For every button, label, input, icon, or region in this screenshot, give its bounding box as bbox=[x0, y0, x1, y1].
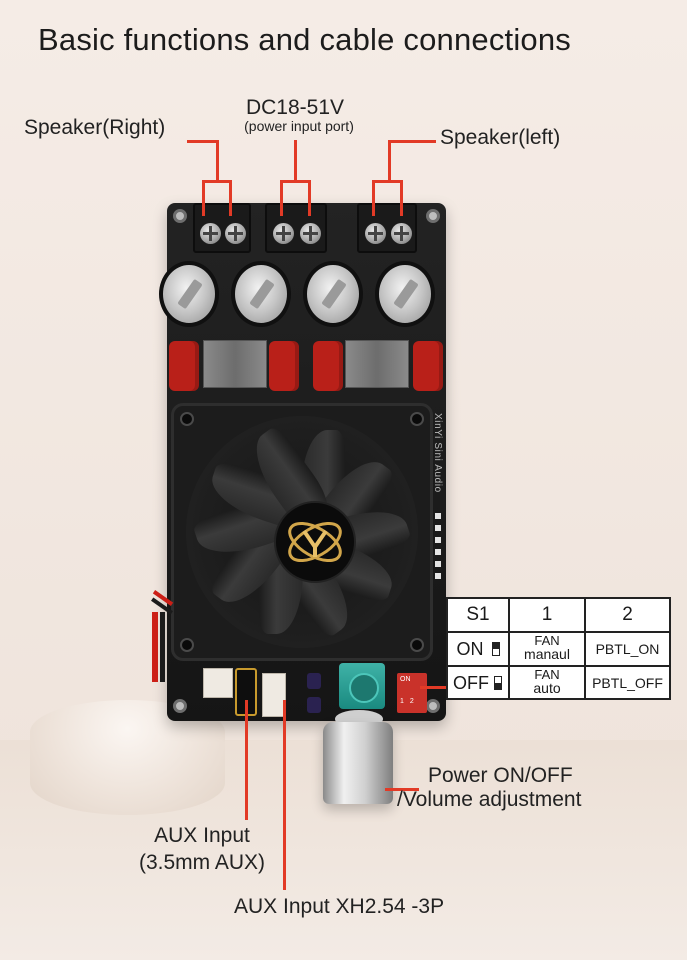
small-capacitor bbox=[307, 673, 321, 689]
speaker-left-terminal bbox=[357, 203, 417, 253]
screw-icon bbox=[225, 223, 246, 244]
lead-line bbox=[420, 686, 448, 689]
film-capacitor bbox=[313, 341, 343, 391]
lead-line bbox=[385, 788, 419, 791]
table-header-2: 2 bbox=[622, 604, 633, 625]
mount-hole bbox=[173, 209, 187, 223]
row-on-state: ON bbox=[456, 639, 484, 659]
aux-input-label-1: AUX Input bbox=[154, 824, 250, 847]
row-on-col1-line1: FAN bbox=[534, 633, 560, 648]
screw-icon bbox=[365, 223, 386, 244]
fan-screw-hole bbox=[410, 638, 424, 652]
switch-off-icon bbox=[494, 676, 502, 690]
inductor-block bbox=[203, 340, 267, 388]
inductor-block bbox=[345, 340, 409, 388]
power-input-label: DC18-51V bbox=[245, 96, 345, 119]
speaker-right-terminal bbox=[193, 203, 251, 253]
lead-line bbox=[245, 700, 248, 820]
table-header-1: 1 bbox=[541, 604, 553, 625]
aux-xh-label: AUX Input XH2.54 -3P bbox=[234, 895, 445, 918]
lead-line bbox=[400, 180, 403, 216]
fan-screw-hole bbox=[410, 412, 424, 426]
lead-line bbox=[372, 180, 403, 183]
lead-line bbox=[216, 140, 219, 182]
power-volume-label-1: Power ON/OFF bbox=[428, 764, 573, 787]
header-pin bbox=[435, 537, 441, 543]
lead-line bbox=[308, 180, 311, 216]
capacitor bbox=[231, 261, 291, 327]
switch-on-icon bbox=[492, 642, 500, 656]
table-divider bbox=[584, 599, 586, 698]
table-divider bbox=[448, 665, 669, 667]
header-pin bbox=[435, 525, 441, 531]
screw-icon bbox=[200, 223, 221, 244]
header-pin bbox=[435, 549, 441, 555]
table-header-s1: S1 bbox=[466, 604, 490, 625]
small-capacitor bbox=[307, 697, 321, 713]
fan-connector bbox=[203, 668, 233, 698]
lead-line bbox=[388, 140, 391, 182]
screw-icon bbox=[391, 223, 412, 244]
page-title: Basic functions and cable connections bbox=[38, 22, 572, 57]
volume-knob-icon[interactable] bbox=[323, 722, 393, 804]
fan-screw-hole bbox=[180, 638, 194, 652]
cooling-fan bbox=[171, 403, 433, 661]
mount-hole bbox=[426, 699, 440, 713]
fan-wire-black bbox=[160, 612, 165, 682]
logo-icon bbox=[274, 501, 356, 583]
lead-line bbox=[202, 180, 232, 183]
table-divider bbox=[508, 599, 510, 698]
mount-hole bbox=[173, 699, 187, 713]
lead-line bbox=[388, 140, 436, 143]
board-brand-print: XinYi Sini Audio bbox=[432, 413, 443, 493]
dip-on-label: ON bbox=[400, 676, 411, 683]
table-divider bbox=[448, 631, 669, 633]
lead-line bbox=[372, 180, 375, 216]
logo-icon bbox=[288, 521, 342, 563]
film-capacitor bbox=[169, 341, 199, 391]
lead-line bbox=[294, 140, 297, 182]
lead-line bbox=[280, 180, 311, 183]
row-off-col1-line2: auto bbox=[533, 680, 561, 696]
row-off-state: OFF bbox=[453, 673, 489, 693]
aux-input-label-2: (3.5mm AUX) bbox=[138, 851, 266, 874]
row-off-col2: PBTL_OFF bbox=[592, 675, 663, 691]
lead-line bbox=[229, 180, 232, 216]
dip-switch[interactable]: ON 1 2 bbox=[397, 673, 427, 713]
capacitor bbox=[375, 261, 435, 327]
fan-wire-red bbox=[152, 612, 158, 682]
lead-line bbox=[187, 140, 217, 143]
mount-hole bbox=[426, 209, 440, 223]
volume-potentiometer[interactable] bbox=[339, 663, 385, 709]
power-input-sublabel: (power input port) bbox=[244, 118, 354, 134]
header-pin bbox=[435, 513, 441, 519]
film-capacitor bbox=[269, 341, 299, 391]
aux-xh-connector[interactable] bbox=[262, 673, 286, 717]
switch-settings-table: S1 1 2 ON FAN manaul PBTL_ON OFF FAN aut… bbox=[446, 597, 671, 700]
fan-screw-hole bbox=[180, 412, 194, 426]
amplifier-board: XinYi Sini Audio ON 1 2 bbox=[159, 203, 446, 721]
row-on-col1-line2: manaul bbox=[524, 646, 570, 662]
lead-line bbox=[280, 180, 283, 216]
lead-line bbox=[283, 700, 286, 890]
power-terminal bbox=[265, 203, 327, 253]
speaker-right-label: Speaker(Right) bbox=[24, 116, 166, 139]
screw-icon bbox=[273, 223, 294, 244]
speaker-left-label: Speaker(left) bbox=[440, 126, 561, 149]
dip-numbers: 1 2 bbox=[400, 698, 416, 705]
row-on-col2: PBTL_ON bbox=[595, 641, 660, 657]
screw-icon bbox=[300, 223, 321, 244]
header-pin bbox=[435, 573, 441, 579]
power-volume-label-2: /Volume adjustment bbox=[397, 788, 582, 811]
header-pin bbox=[435, 561, 441, 567]
row-off-col1-line1: FAN bbox=[534, 667, 560, 682]
capacitor bbox=[303, 261, 363, 327]
lead-line bbox=[202, 180, 205, 216]
capacitor bbox=[159, 261, 219, 327]
fan-icon bbox=[186, 416, 418, 648]
film-capacitor bbox=[413, 341, 443, 391]
